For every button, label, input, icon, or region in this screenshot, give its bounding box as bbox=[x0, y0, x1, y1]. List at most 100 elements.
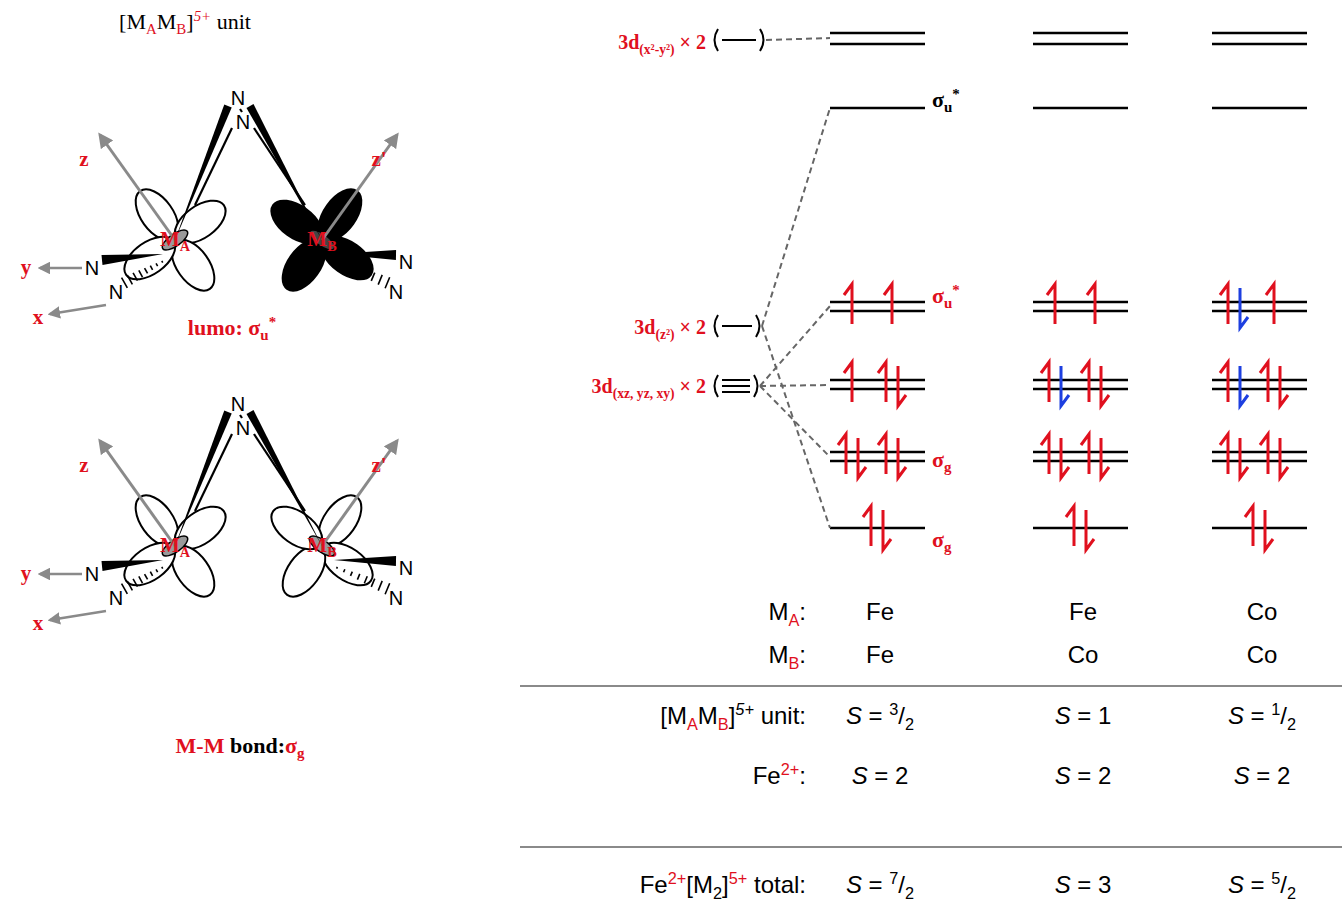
text-run: = 1 bbox=[1071, 702, 1112, 729]
spin-down-electron bbox=[1101, 438, 1109, 478]
axis-label: z' bbox=[371, 148, 386, 171]
energy-level bbox=[1212, 310, 1307, 312]
atom-label: N bbox=[85, 257, 99, 279]
table-cell: S = 7/2 bbox=[846, 872, 914, 898]
spin-down-electron bbox=[898, 438, 906, 478]
text-run: / bbox=[1280, 871, 1287, 898]
text-run: S bbox=[1234, 762, 1250, 789]
text-run: (x²-y²) bbox=[639, 42, 674, 57]
table-cell: S = 3/2 bbox=[846, 703, 914, 729]
energy-level bbox=[1033, 32, 1128, 34]
spin-down-electron bbox=[858, 438, 866, 478]
spin-down-electron bbox=[1280, 366, 1288, 406]
spin-down-electron bbox=[898, 366, 906, 406]
wedge-bond bbox=[246, 104, 322, 240]
atom-label: N bbox=[389, 587, 403, 609]
text-run: = bbox=[862, 702, 889, 729]
text-run: unit bbox=[211, 9, 251, 34]
text-run: Fe bbox=[866, 641, 894, 668]
text-run: σ bbox=[932, 283, 944, 308]
text-run: B bbox=[788, 654, 799, 672]
atom-label: N bbox=[109, 587, 123, 609]
hashed-bond bbox=[344, 263, 345, 266]
spin-up-electron bbox=[1260, 362, 1268, 402]
text-run: × 2 bbox=[675, 316, 706, 338]
energy-level bbox=[1033, 451, 1128, 453]
energy-level bbox=[1212, 301, 1307, 303]
text-run: Co bbox=[1247, 598, 1278, 625]
correlation-line bbox=[762, 108, 830, 326]
wedge-bond bbox=[334, 556, 396, 566]
text-run: (xz, yz, xy) bbox=[613, 386, 675, 401]
text-run: (z²) bbox=[655, 327, 674, 342]
hashed-bond bbox=[351, 572, 353, 576]
metal-label: MA bbox=[160, 534, 190, 557]
text-run: 5+ bbox=[735, 700, 754, 718]
energy-level bbox=[1033, 43, 1128, 45]
table-cell: Co bbox=[1247, 599, 1278, 625]
text-run: = bbox=[1244, 702, 1271, 729]
correlation-line bbox=[766, 38, 830, 40]
spin-up-electron bbox=[1041, 434, 1049, 474]
spin-up-electron bbox=[1041, 362, 1049, 402]
atom-label: N bbox=[236, 111, 250, 133]
molecule-illustration bbox=[40, 104, 397, 314]
orbital-torus bbox=[159, 532, 190, 559]
orbital-lobe bbox=[264, 498, 330, 558]
text-run: S bbox=[846, 871, 862, 898]
text-run: σ bbox=[932, 87, 944, 112]
atom-label: N bbox=[109, 281, 123, 303]
table-cell: S = 1/2 bbox=[1228, 703, 1296, 729]
text-run: Co bbox=[1068, 641, 1099, 668]
text-run: N bbox=[236, 417, 250, 439]
text-run: 2 bbox=[905, 884, 914, 902]
spin-up-electron bbox=[878, 434, 886, 474]
hashed-bond bbox=[145, 574, 148, 579]
text-run: = 2 bbox=[868, 762, 909, 789]
text-run: S bbox=[1055, 702, 1071, 729]
text-run: N bbox=[85, 563, 99, 585]
bracket bbox=[715, 29, 719, 51]
table-cell: S = 3 bbox=[1055, 872, 1112, 898]
axis-arrow bbox=[50, 611, 106, 620]
axis-label: x bbox=[33, 612, 44, 635]
text-run: Fe bbox=[1069, 598, 1097, 625]
spin-down-electron bbox=[1280, 438, 1288, 478]
bond bbox=[254, 128, 305, 205]
hashed-bond bbox=[371, 579, 374, 587]
text-run: N bbox=[231, 393, 245, 415]
text-run: A bbox=[788, 611, 799, 629]
orbital-lobe bbox=[264, 192, 330, 252]
table-cell: S = 2 bbox=[852, 763, 909, 789]
energy-level bbox=[1212, 388, 1307, 390]
hashed-bond bbox=[371, 273, 374, 281]
energy-level bbox=[1033, 301, 1128, 303]
energy-level bbox=[830, 43, 925, 45]
energy-level bbox=[830, 32, 925, 34]
text-run: N bbox=[389, 281, 403, 303]
energy-level bbox=[1033, 460, 1128, 462]
bracket bbox=[715, 375, 719, 397]
spin-up-electron bbox=[1047, 284, 1055, 324]
spin-down-electron bbox=[1101, 366, 1109, 406]
energy-level bbox=[830, 107, 925, 109]
text-run: Fe bbox=[753, 762, 781, 789]
bracket bbox=[756, 315, 760, 337]
table-header: MB: bbox=[768, 642, 806, 668]
spin-up-electron bbox=[878, 362, 886, 402]
orbital-label: 3d(z²) × 2 bbox=[634, 316, 706, 338]
text-run: : bbox=[799, 762, 806, 789]
axis-label: y bbox=[21, 562, 32, 585]
atomic-orbital-level bbox=[722, 325, 752, 327]
text-run: B bbox=[327, 238, 337, 254]
text-run: A bbox=[180, 238, 190, 254]
hashed-bond bbox=[351, 266, 353, 270]
atom-label: N bbox=[399, 251, 413, 273]
bond bbox=[195, 434, 232, 511]
text-run: S bbox=[846, 702, 862, 729]
hashed-bond bbox=[145, 268, 148, 273]
table-rule bbox=[520, 685, 1342, 687]
spin-up-electron bbox=[863, 506, 871, 546]
text-run: σ bbox=[932, 527, 944, 552]
